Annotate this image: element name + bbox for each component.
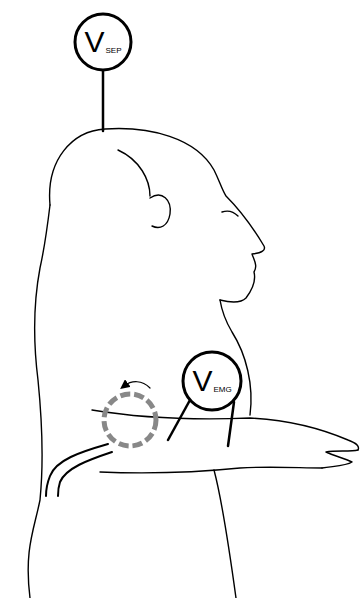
arm-bottom (100, 467, 322, 473)
voltage-subscript: SEP (106, 47, 122, 55)
scalp-electrode (102, 70, 105, 131)
hand (322, 450, 358, 468)
voltage-subscript: EMG (213, 386, 231, 394)
head-outline (50, 129, 265, 302)
emg-voltmeter: VEMG (181, 350, 243, 412)
voltage-symbol: V (192, 366, 212, 396)
stimulation-coil (104, 394, 156, 446)
coil-cable (58, 452, 112, 496)
eye (222, 211, 238, 216)
back (28, 205, 50, 598)
current-arrow (124, 382, 150, 388)
coil-cable (46, 444, 108, 496)
voltage-symbol: V (84, 27, 104, 57)
sep-voltmeter: VSEP (73, 12, 133, 72)
ear (150, 195, 170, 227)
arm-top (92, 410, 359, 450)
hair-line (118, 150, 150, 196)
belly (214, 470, 236, 598)
emg-lead (228, 402, 234, 446)
emg-lead (168, 400, 190, 440)
